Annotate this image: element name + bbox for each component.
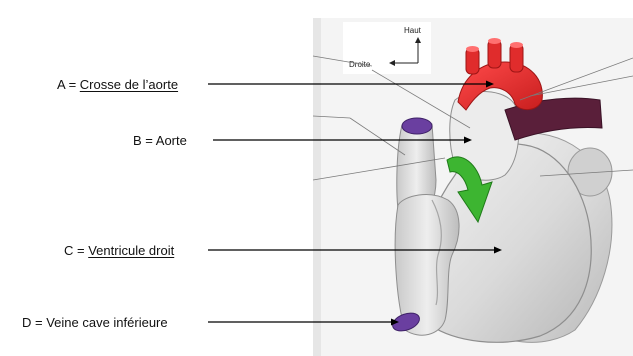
aortic-branch-2 (488, 40, 501, 68)
aortic-branch-3-top (510, 42, 523, 48)
aortic-branch-3 (510, 44, 523, 72)
aortic-branch-2-top (488, 38, 501, 44)
photo-shade (313, 18, 321, 356)
orientation-up-label: Haut (404, 26, 422, 35)
aortic-branch-1-top (466, 46, 479, 52)
orientation-right-label: Droite (349, 60, 371, 69)
superior-vena-cava-opening (402, 118, 432, 134)
